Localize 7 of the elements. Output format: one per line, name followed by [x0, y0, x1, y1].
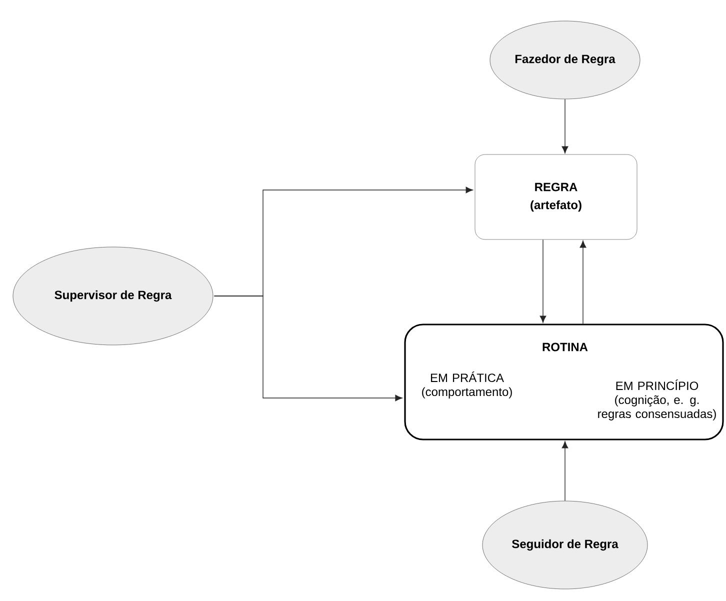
arrow — [562, 98, 568, 154]
arrow — [580, 240, 586, 324]
arrow — [214, 296, 402, 402]
process-box: ROTINA EM PRÁTICA (comportamento) EM PRINCÍPIO (cognição, e. g. regras consensuadas) — [404, 324, 724, 440]
process-box: REGRA (artefato) — [474, 154, 638, 240]
arrow — [540, 239, 546, 323]
arrow — [562, 441, 568, 502]
